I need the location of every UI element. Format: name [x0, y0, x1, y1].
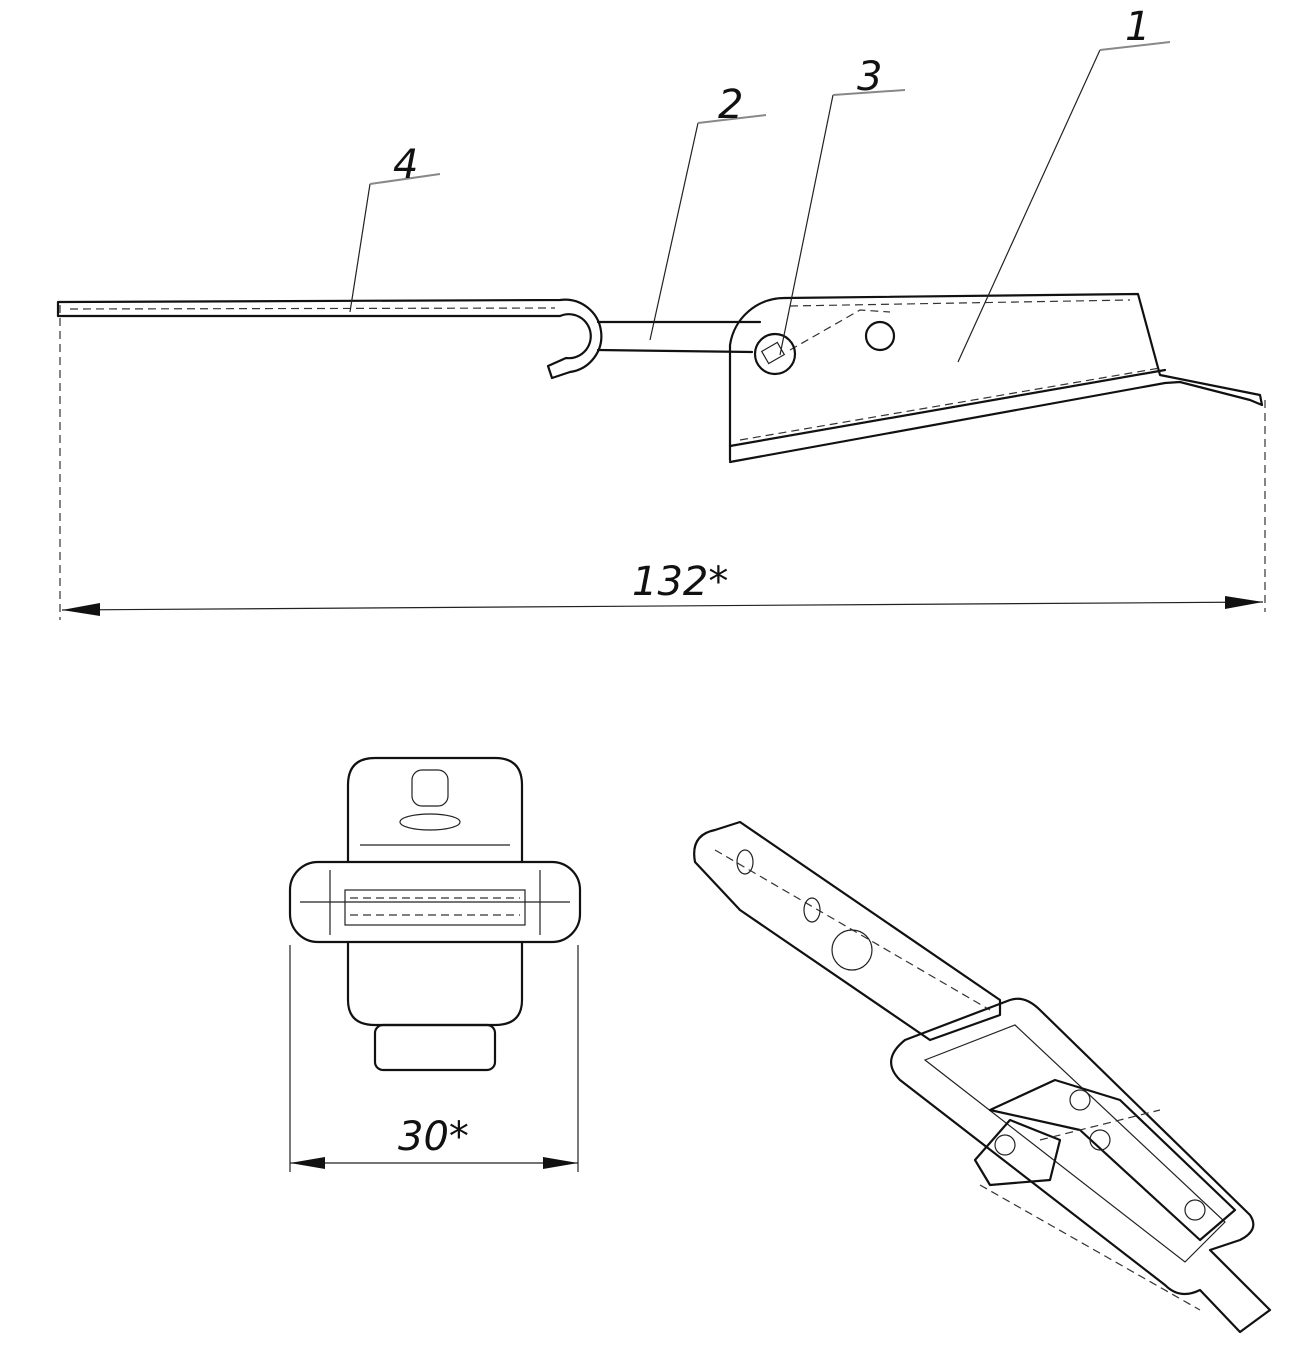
- part-1-body: [728, 292, 1264, 464]
- dimension-width-label: 30*: [398, 1114, 469, 1160]
- part-label-4: 4: [393, 142, 418, 188]
- dimension-width: 30*: [289, 945, 579, 1172]
- isometric-view: [693, 820, 1272, 1334]
- side-view: 132* 1 2 3 4: [56, 4, 1266, 620]
- part-3-rivet: [753, 332, 797, 376]
- part-label-2: 2: [718, 82, 743, 128]
- part-label-1: 1: [1125, 4, 1150, 50]
- dimension-overall-length-label: 132*: [632, 559, 728, 605]
- part-label-3: 3: [857, 54, 882, 100]
- front-view: 30*: [288, 756, 582, 1172]
- leader-lines: 1 2 3 4: [349, 4, 1171, 363]
- part-2-link: [596, 309, 896, 354]
- dimension-overall-length: 132*: [59, 305, 1266, 620]
- part-4-strap: [56, 298, 603, 380]
